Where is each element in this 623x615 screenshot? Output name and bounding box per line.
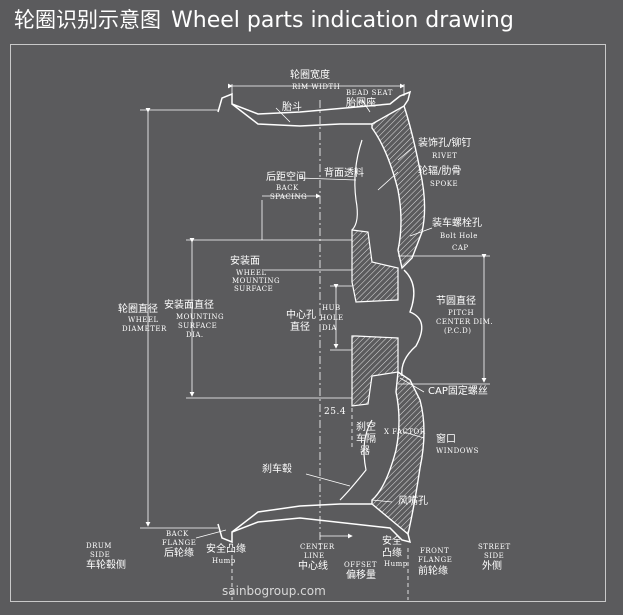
pcd-label: 节圆直径	[436, 294, 476, 307]
brake-drum-label: 刹车毂	[262, 462, 292, 475]
spoke-label: 轮辐/肋骨	[418, 164, 461, 177]
wheel-dia-en-1: WHEEL	[128, 316, 159, 324]
hub-en-2: HOLE	[320, 314, 344, 322]
title-english: Wheel parts indication drawing	[171, 8, 514, 33]
tire-label: 胎斗	[282, 100, 302, 113]
rim-width-label: 轮圈宽度	[290, 68, 330, 81]
hub-label-2: 直径	[290, 320, 310, 333]
watermark: sainbogroup.com	[222, 584, 326, 598]
back-flange-en-2: FLANGE	[162, 539, 196, 547]
brake-gap-2: 车隔	[356, 432, 376, 445]
drawing-frame	[10, 44, 606, 602]
wheel-dia-en-2: DIAMETER	[122, 325, 167, 333]
street-side-en-1: STREET	[478, 543, 511, 551]
drum-side-en-2: SIDE	[90, 551, 110, 559]
safety-hump2-2: 凸缘	[382, 546, 402, 559]
pcd-en-1: PITCH	[448, 309, 474, 317]
back-space-label: 后距空间	[266, 170, 306, 183]
cap-en: CAP	[452, 244, 469, 252]
page-title: 轮圈识别示意图 Wheel parts indication drawing	[14, 4, 514, 34]
pcd-en-2: CENTER DIM.	[436, 318, 493, 326]
bead-seat-en: BEAD SEAT	[346, 89, 393, 97]
title-chinese: 轮圈识别示意图	[14, 8, 161, 32]
front-flange-label: 前轮缘	[418, 564, 448, 577]
street-side-label: 外侧	[482, 559, 502, 572]
back-space-en-2: SPACING	[270, 193, 307, 201]
street-side-en-2: SIDE	[484, 552, 504, 560]
mount-en-3: SURFACE	[234, 285, 273, 293]
safety-hump2-1: 安全	[382, 534, 402, 547]
rim-profile	[217, 90, 412, 544]
back-flange-label: 后轮缘	[164, 546, 194, 559]
rivet-en: RIVET	[432, 152, 457, 160]
pcd-en-3: (P.C.D)	[444, 327, 471, 335]
mount-en-1: WHEEL	[236, 269, 267, 277]
x-factor-en: X FACTOR	[384, 428, 426, 436]
mount-dia-en-1: MOUNTING	[176, 313, 224, 321]
back-flange-en-1: BACK	[166, 530, 189, 538]
back-material-label: 背面透料	[324, 166, 364, 179]
front-flange-en-1: FRONT	[420, 547, 449, 555]
drum-side-label: 车轮毂侧	[86, 558, 126, 571]
center-line-en-1: CENTER	[300, 543, 335, 551]
dim-25-4: 25.4	[324, 407, 346, 417]
window-en: WINDOWS	[436, 447, 479, 455]
leader-lines	[195, 99, 433, 539]
rivet-label: 装饰孔/铆钉	[418, 136, 471, 149]
hub-en-1: HUB	[322, 304, 341, 312]
construction-lines	[140, 83, 490, 600]
brake-gap-3: 器	[360, 445, 370, 457]
spoke-section	[339, 104, 426, 536]
bolt-hole-label: 装车螺栓孔	[432, 216, 482, 229]
brake-gap-1: 刹空	[356, 420, 376, 433]
rim-width-en: RIM WIDTH	[292, 83, 340, 91]
mount-dia-en-2: SURFACE	[178, 322, 217, 330]
safety-hump-en: Hump	[212, 557, 236, 565]
mount-dia-label: 安装面直径	[164, 298, 214, 311]
window-label: 窗口	[436, 432, 456, 445]
offset-en: OFFSET	[344, 561, 377, 569]
offset-label: 偏移量	[346, 568, 376, 581]
spoke-en: SPOKE	[430, 180, 458, 188]
back-space-en-1: BACK	[276, 184, 299, 192]
mount-label: 安装面	[230, 254, 260, 267]
safety-hump2-en: Hump	[384, 560, 408, 568]
mount-en-2: MOUNTING	[232, 277, 280, 285]
drum-side-en-1: DRUM	[86, 542, 112, 550]
center-line-label: 中心线	[298, 559, 328, 572]
wheel-dia-label: 轮圈直径	[118, 302, 158, 315]
bead-seat-label: 胎圈座	[346, 96, 376, 109]
front-flange-en-2: FLANGE	[418, 556, 452, 564]
safety-hump-label: 安全凸缘	[206, 542, 246, 555]
bolt-hole-en: Bolt Hole	[440, 232, 478, 240]
mount-dia-en-3: DIA.	[186, 331, 204, 339]
center-line-en-2: LINE	[304, 552, 325, 560]
cap-screw-label: CAP固定螺丝	[428, 384, 488, 397]
labels: 轮圈宽度 RIM WIDTH BEAD SEAT 胎圈座 胎斗 装饰孔/铆钉 R…	[86, 68, 511, 581]
hub-label-1: 中心孔	[286, 308, 316, 321]
hub-en-3: DIA	[322, 324, 337, 332]
valve-hole-label: 风嘴孔	[398, 495, 428, 507]
